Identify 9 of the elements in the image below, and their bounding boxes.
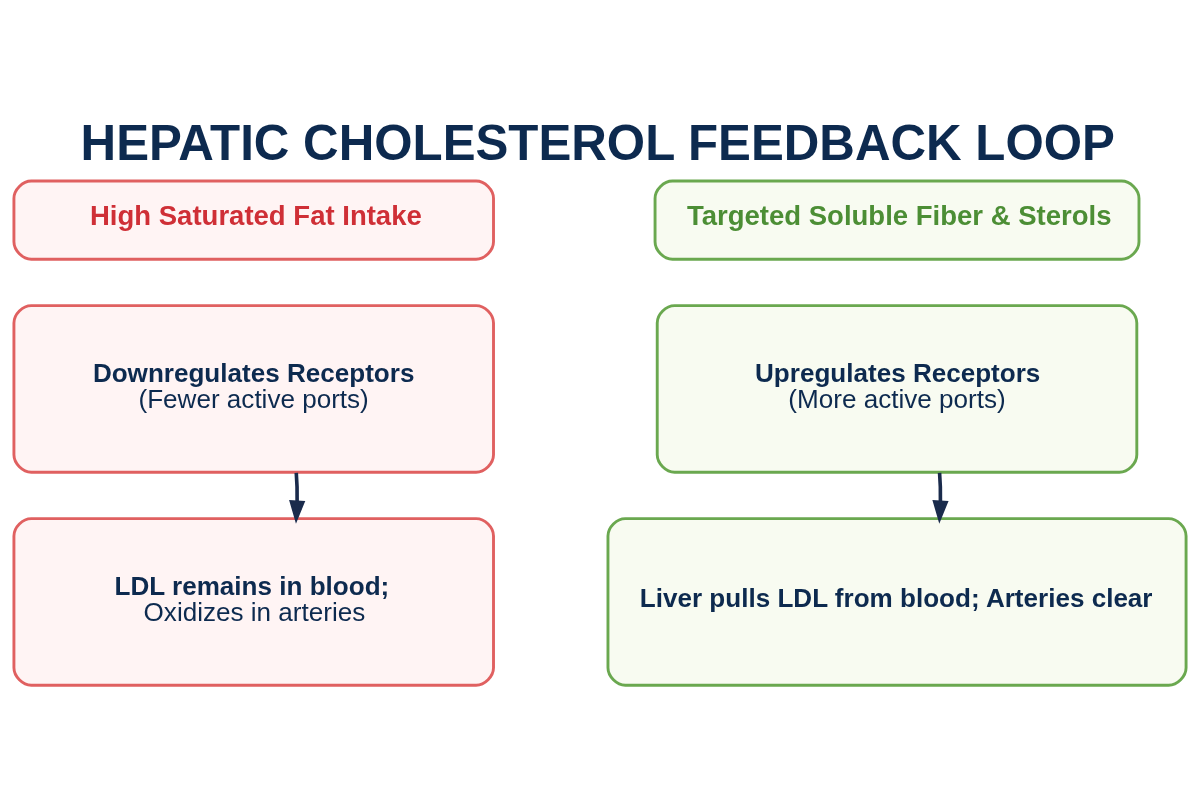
node-box: Targeted Soluble Fiber & Sterols: [653, 179, 1141, 261]
arrow: [932, 472, 949, 524]
node-box: Upregulates Receptors (More active ports): [655, 303, 1139, 474]
node-box: High Saturated Fat Intake: [12, 179, 495, 261]
arrow: [289, 472, 306, 524]
node-box: LDL remains in blood; Oxidizes in arteries: [12, 516, 495, 687]
diagram-title: HEPATIC CHOLESTEROL FEEDBACK LOOP: [80, 114, 1115, 170]
node-box: Downregulates Receptors (Fewer active ports): [12, 303, 495, 474]
node-box: Liver pulls LDL from blood; Arteries clear: [606, 516, 1188, 687]
